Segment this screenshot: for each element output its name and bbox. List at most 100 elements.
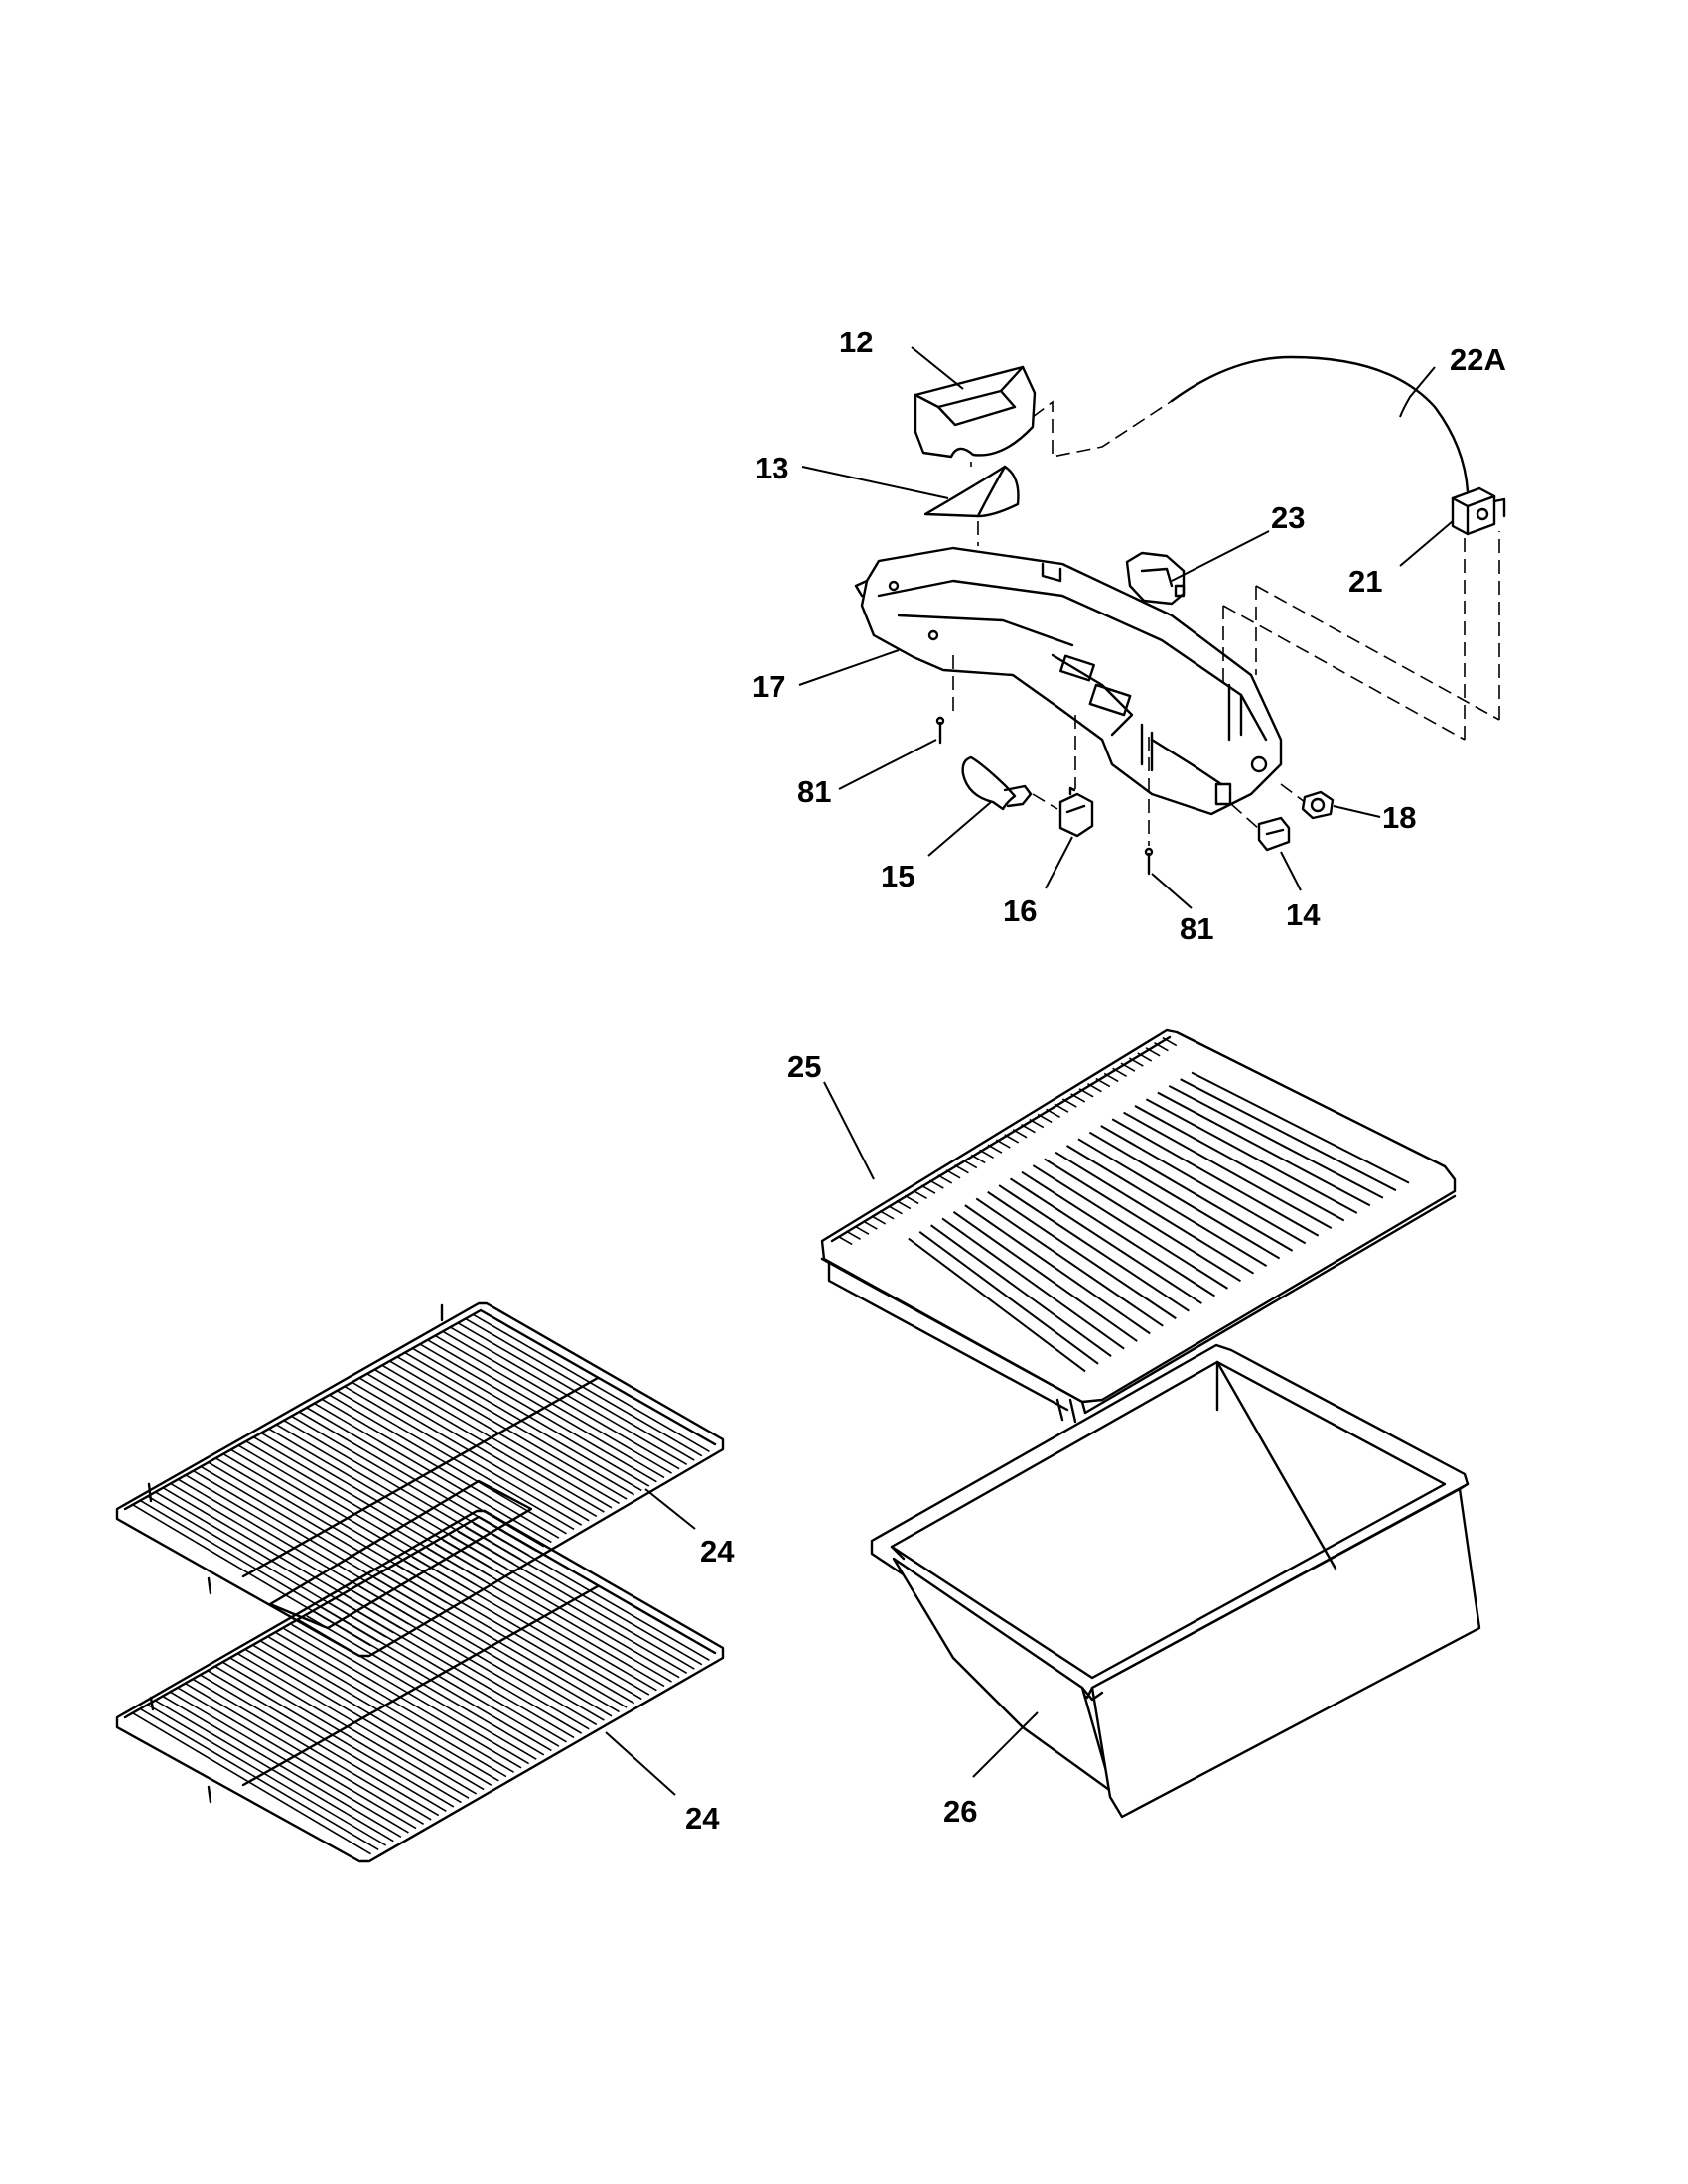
label-part-24-upper: 24 [700,1534,735,1569]
light-shield-part-12 [914,365,1037,459]
capillary-tube-part-22a [1170,355,1470,493]
line-detail [245,1649,485,1791]
line-detail [1088,1131,1294,1252]
line-detail [1095,1077,1111,1088]
line-detail [396,1356,635,1496]
label-part-81-left: 81 [797,774,831,809]
line-detail [987,1144,1003,1154]
assembly-guide-lines [952,400,1500,846]
line-detail [970,1154,986,1164]
line-detail [306,1615,545,1756]
line-detail [139,1707,379,1851]
line-detail [329,1602,567,1743]
control-part-21 [1451,486,1506,536]
line-detail [241,1584,600,1787]
line-detail [918,1231,1099,1365]
line-detail [352,1589,590,1730]
line-detail [389,1569,628,1708]
line-detail [1055,1151,1255,1275]
screw-part-81-left [935,716,945,745]
line-detail [147,1704,387,1846]
line-detail [373,1368,613,1509]
label-part-18: 18 [1382,800,1416,835]
line-detail [193,1679,432,1821]
wire-shelf-part-24-upper [115,1301,725,1658]
line-detail [404,1351,642,1492]
line-detail [837,1235,853,1246]
line-detail [366,1581,605,1721]
line-detail [381,1364,620,1505]
line-detail [336,1598,575,1739]
socket-part-16 [1058,786,1094,838]
line-detail [419,1552,657,1692]
line-detail [930,1224,1112,1358]
line-detail [275,1632,514,1773]
switch-part-14 [1257,816,1291,852]
wire-shelf-part-24-lower [115,1509,725,1863]
line-detail [472,1522,710,1662]
line-detail [998,1184,1190,1312]
lens-part-13 [923,465,1020,518]
line-detail [1044,1158,1242,1283]
screw-part-81-right [1144,847,1154,876]
line-detail [260,1640,499,1782]
line-detail [1162,1036,1178,1047]
line-detail [1112,1067,1127,1078]
line-detail [132,1712,371,1855]
line-detail [987,1190,1177,1320]
line-detail [352,1381,590,1522]
line-detail [1061,1098,1077,1108]
line-detail [465,1526,703,1666]
line-detail [952,1210,1138,1342]
line-detail [945,1169,961,1179]
line-detail [162,1696,402,1838]
line-detail [208,1670,447,1812]
line-detail [222,1661,462,1804]
switch-part-23 [1125,551,1186,606]
crisper-cover-vents [837,1036,1178,1246]
label-part-12: 12 [839,325,873,359]
line-detail [412,1347,650,1487]
line-detail [954,1163,969,1174]
line-detail [314,1610,552,1752]
line-detail [358,1377,598,1518]
lower-shelf-wires [132,1522,710,1855]
line-detail [214,1666,455,1808]
line-detail [404,1560,642,1701]
line-detail [442,1539,680,1679]
line-detail [298,1619,537,1760]
line-detail [237,1653,478,1795]
line-detail [937,1174,953,1184]
crisper-cover-part-25 [820,1028,1457,1424]
label-part-21: 21 [1348,564,1382,599]
line-detail [1009,1177,1202,1304]
line-detail [427,1548,665,1688]
line-detail [412,1556,650,1696]
line-detail [1046,1108,1060,1119]
line-detail [291,1623,530,1765]
line-detail [1157,1091,1371,1207]
line-detail [871,1215,887,1225]
line-detail [941,1217,1125,1350]
line-detail [1012,1129,1028,1139]
line-detail [904,1194,919,1205]
line-detail [450,1326,688,1466]
line-detail [862,1220,878,1230]
line-detail [896,1199,912,1210]
line-detail [396,1565,635,1705]
line-detail [846,1230,861,1241]
line-detail [1021,1123,1036,1134]
line-detail [427,1339,665,1479]
line-detail [177,1687,417,1830]
line-detail [344,1385,583,1526]
line-detail [1154,1041,1169,1052]
line-detail [253,1644,492,1786]
line-detail [442,1330,680,1470]
line-detail [879,1210,895,1220]
part-labels: 12 13 22A 23 21 17 81 15 16 81 14 18 25 … [685,325,1506,1836]
line-detail [1100,1125,1307,1245]
label-part-23: 23 [1271,500,1305,535]
label-part-14: 14 [1286,897,1321,932]
line-detail [1168,1084,1384,1199]
line-detail [1029,1118,1045,1129]
